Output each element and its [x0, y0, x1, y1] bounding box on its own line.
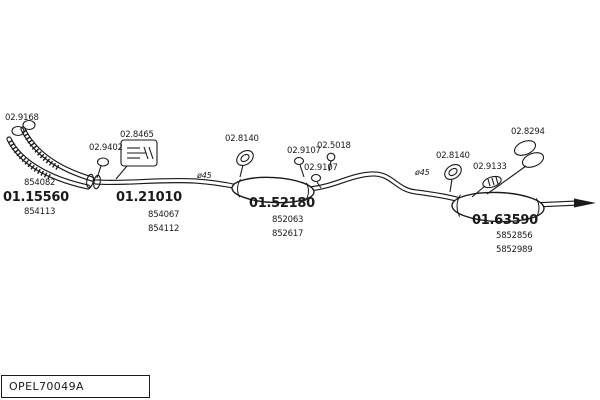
- diagram-code-box: OPEL70049A: [1, 375, 150, 398]
- part-ref-center-muffler: 01.52180: [249, 196, 315, 211]
- part-ref-clamp-lower: 02.9107: [304, 163, 338, 173]
- part-ref-rear-muffler: 01.63590: [472, 213, 538, 228]
- center-muffler-shape: [231, 176, 315, 204]
- oe-number: 854112: [148, 224, 180, 234]
- rear-pipe-section: [307, 171, 463, 203]
- pipe-diameter-label: ø45: [197, 171, 212, 180]
- center-pipe-section: [93, 177, 241, 190]
- rear-gasket-rings-icon: [486, 140, 545, 195]
- diagram-code: OPEL70049A: [9, 380, 84, 393]
- part-ref-rear-ring: 02.8140: [436, 151, 470, 161]
- part-ref-front-pipe: 01.15560: [3, 190, 69, 205]
- front-gasket-rings-icon: [11, 119, 36, 137]
- bracket-icon: [115, 139, 158, 180]
- part-ref-rear-hanger: 02.9133: [473, 162, 507, 172]
- rear-hanger-icon: [471, 175, 502, 198]
- part-ref-center-pipe: 01.21010: [116, 190, 182, 205]
- mid-ring-icon: [236, 150, 254, 178]
- part-ref-rear-gasket: 02.8294: [511, 127, 545, 137]
- front-clamp-icon: [96, 157, 110, 179]
- oe-number: 5852856: [496, 231, 533, 241]
- part-ref-front-gasket: 02.9168: [5, 113, 39, 123]
- part-ref-bolt: 02.5018: [317, 141, 351, 151]
- oe-number: 852617: [272, 229, 304, 239]
- part-ref-front-clamp: 02.9402: [89, 143, 123, 153]
- oe-number: 5852989: [496, 245, 533, 255]
- rear-ring-icon: [444, 164, 462, 193]
- oe-number: 854113: [24, 207, 56, 217]
- oe-number: 854067: [148, 210, 180, 220]
- part-ref-mid-ring: 02.8140: [225, 134, 259, 144]
- oe-number: 852063: [272, 215, 304, 225]
- oe-number: 854082: [24, 178, 56, 188]
- part-ref-clamp-upper: 02.9107: [287, 146, 321, 156]
- part-ref-bracket: 02.8465: [120, 130, 154, 140]
- outlet-clamp-icons: [293, 152, 336, 189]
- pipe-diameter-label: ø45: [415, 168, 430, 177]
- rear-muffler-shape: [451, 191, 545, 223]
- flow-arrow-icon: [574, 198, 596, 208]
- front-downpipe: [6, 126, 95, 190]
